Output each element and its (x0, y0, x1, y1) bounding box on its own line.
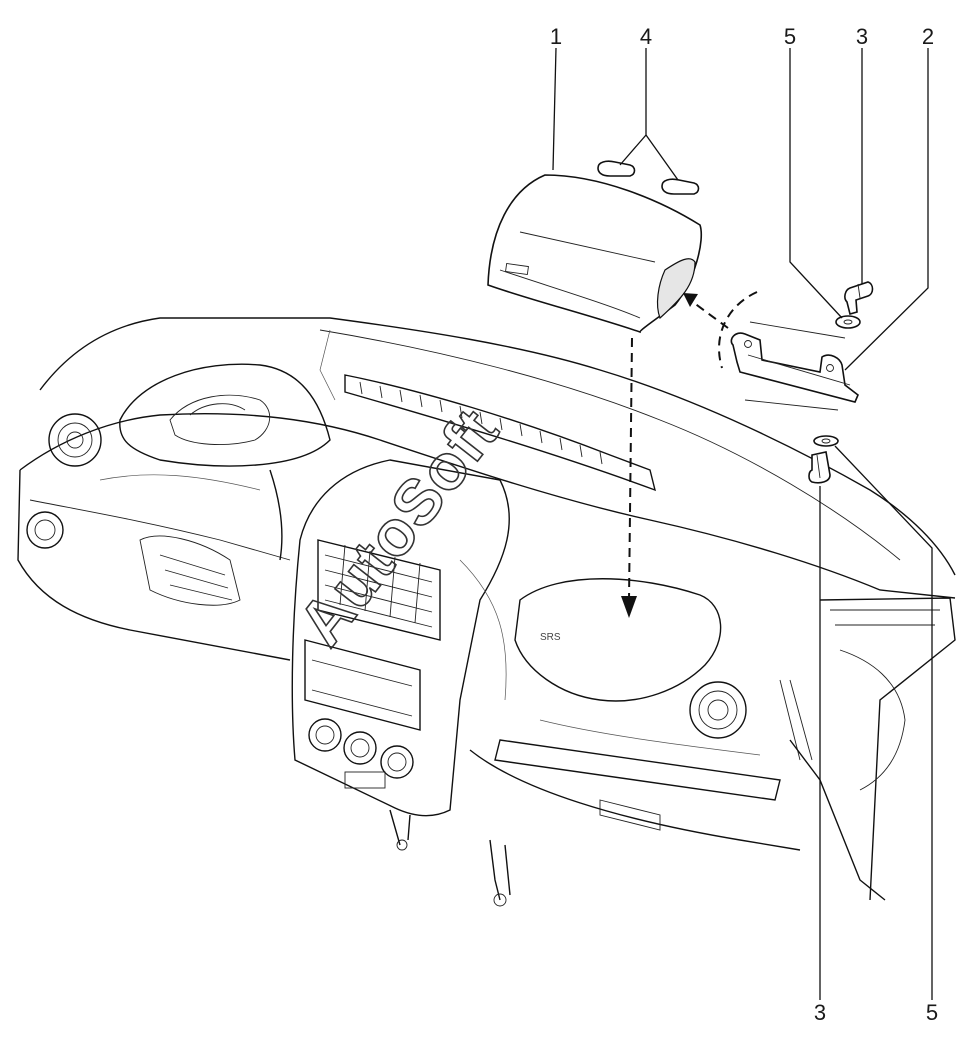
mounting-pads (597, 160, 700, 195)
callout-5-top: 5 (784, 24, 796, 49)
airbag-bracket (730, 321, 859, 411)
airbag-module (487, 174, 703, 334)
callout-labels: 1 4 5 3 2 3 5 (550, 24, 938, 1025)
assembly-arrows (621, 291, 758, 618)
svg-text:SRS: SRS (540, 632, 561, 643)
autosoft-watermark: AutoSoft (284, 395, 512, 658)
bolt-upper (844, 281, 874, 315)
callout-5-bottom: 5 (926, 1000, 938, 1025)
bolt-lower (808, 451, 831, 484)
washer-upper (835, 315, 861, 329)
leader-lines (552, 47, 933, 1000)
callout-1: 1 (550, 24, 562, 49)
callout-3-top: 3 (856, 24, 868, 49)
washer-lower (813, 435, 839, 447)
callout-2: 2 (922, 24, 934, 49)
callout-3-bottom: 3 (814, 1000, 826, 1025)
callout-4: 4 (640, 24, 652, 49)
dashboard-panel: SRS (17, 317, 956, 907)
